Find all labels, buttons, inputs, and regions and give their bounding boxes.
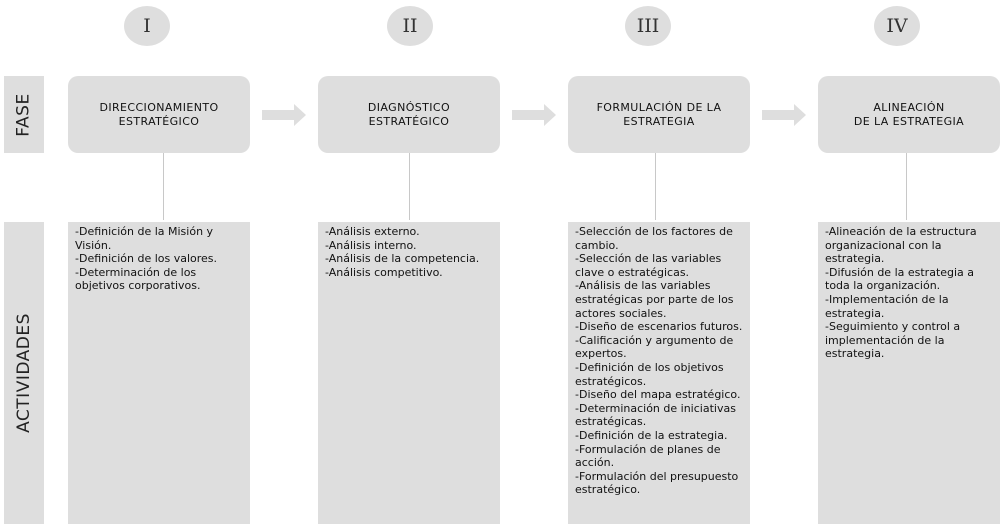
activity-item: -Formulación de planes de acción. [575, 442, 721, 470]
fase-label-text: FASE [14, 92, 35, 137]
phase-2-title: DIAGNÓSTICO ESTRATÉGICO [367, 100, 451, 128]
activity-item: -Definición de la estrategia. [575, 428, 728, 442]
phase-3-title: FORMULACIÓN DE LA ESTRATEGIA [596, 100, 722, 128]
activity-item: -Definición de los valores. [75, 252, 218, 266]
activity-item: -Implementación de la estrategia. [825, 292, 949, 320]
activity-item: -Análisis de la competencia. [325, 252, 480, 266]
activity-item: -Difusión de la estrategia a toda la org… [825, 265, 975, 293]
phase-1-box: DIRECCIONAMIENTO ESTRATÉGICO [68, 76, 250, 153]
activity-item: -Selección de las variables clave o estr… [575, 252, 722, 279]
arrow-right-icon [512, 104, 556, 126]
actividades-label-text: ACTIVIDADES [14, 313, 35, 433]
arrow-right-icon [762, 104, 806, 126]
phase-3-connector [655, 153, 656, 220]
phase-3-numeral: III [625, 6, 671, 46]
phase-4-activities: -Alineación de la estructura organizacio… [818, 222, 1000, 524]
activity-item: -Formulación del presupuesto estratégico… [575, 469, 739, 497]
activity-item: -Alineación de la estructura organizacio… [825, 225, 977, 266]
phase-2-activities: -Análisis externo. -Análisis interno. -A… [318, 222, 500, 524]
activity-item: -Análisis de las variables estratégicas … [575, 279, 734, 320]
activity-item: -Definición de los objetivos estratégico… [575, 360, 724, 388]
phase-1-numeral: I [124, 6, 170, 46]
actividades-row-label: ACTIVIDADES [4, 222, 44, 524]
activity-item: -Análisis interno. [325, 238, 417, 252]
phase-1-connector [163, 153, 164, 220]
phase-4-box: ALINEACIÓN DE LA ESTRATEGIA [818, 76, 1000, 153]
activity-item: -Determinación de los objetivos corporat… [75, 265, 201, 293]
phase-4-connector [906, 153, 907, 220]
activity-item: -Calificación y argumento de expertos. [575, 333, 734, 361]
phase-4-title: ALINEACIÓN DE LA ESTRATEGIA [853, 100, 965, 128]
phase-1-activities: -Definición de la Misión y Visión. -Defi… [68, 222, 250, 524]
phase-2-connector [409, 153, 410, 220]
phase-3-activities: -Selección de los factores de cambio. -S… [568, 222, 750, 524]
activity-item: -Seguimiento y control a implementación … [825, 320, 961, 361]
activity-item: -Selección de los factores de cambio. [575, 225, 733, 252]
phase-4-numeral: IV [874, 6, 920, 46]
activity-item: -Definición de la Misión y Visión. [75, 225, 214, 252]
activity-item: -Diseño del mapa estratégico. [575, 388, 741, 402]
activity-item: -Análisis externo. [325, 225, 420, 238]
phase-2-box: DIAGNÓSTICO ESTRATÉGICO [318, 76, 500, 153]
phase-1-title: DIRECCIONAMIENTO ESTRATÉGICO [99, 100, 219, 128]
activity-item: -Análisis competitivo. [325, 265, 443, 279]
fase-row-label: FASE [4, 76, 44, 153]
activity-item: -Diseño de escenarios futuros. [575, 320, 743, 334]
arrow-right-icon [262, 104, 306, 126]
activity-item: -Determinación de iniciativas estratégic… [575, 401, 736, 429]
phase-2-numeral: II [387, 6, 433, 46]
phase-3-box: FORMULACIÓN DE LA ESTRATEGIA [568, 76, 750, 153]
